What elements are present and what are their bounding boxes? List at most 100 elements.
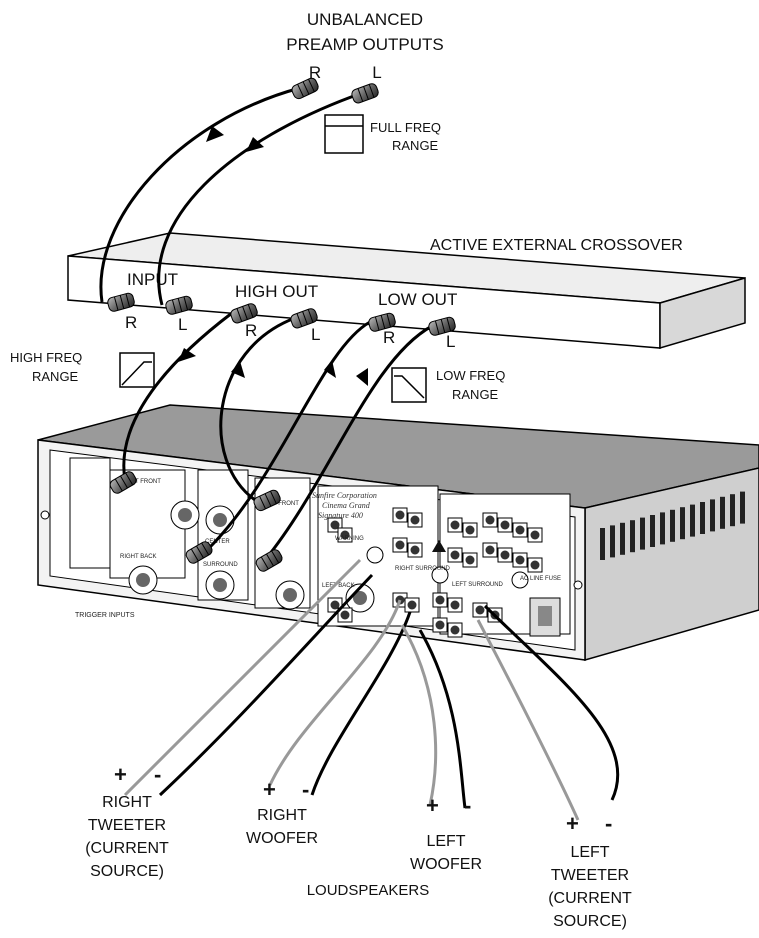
rca-plug bbox=[255, 549, 283, 572]
cable-high-r-to-amp-rf bbox=[122, 311, 233, 481]
vent-slot bbox=[650, 515, 655, 547]
binding-post bbox=[482, 512, 498, 528]
crossover-high-out-label: HIGH OUT bbox=[235, 282, 318, 301]
crossover-low-out-label: LOW OUT bbox=[378, 290, 457, 309]
binding-post bbox=[407, 542, 423, 558]
right-tweeter-line3: (CURRENT bbox=[85, 840, 169, 857]
crossover-low-r: R bbox=[383, 328, 395, 347]
cable-preamp-l-to-input-l bbox=[157, 91, 363, 306]
rca-plug bbox=[368, 312, 396, 332]
cable-low-l-to-amp-surround bbox=[263, 324, 433, 561]
left-tweeter-minus: - bbox=[605, 811, 612, 836]
full-freq-label-line1: FULL FREQ bbox=[370, 120, 441, 135]
vent-slot bbox=[740, 491, 745, 524]
vent-slot bbox=[620, 522, 625, 555]
signal-cables bbox=[99, 86, 433, 561]
low-freq-label-line1: LOW FREQ bbox=[436, 368, 505, 383]
cable-arrows bbox=[178, 126, 368, 386]
rca-plug bbox=[185, 541, 213, 564]
panel-label-warning: WARNING bbox=[335, 536, 364, 542]
high-freq-label-line2: RANGE bbox=[32, 369, 79, 384]
binding-post bbox=[472, 602, 488, 618]
vent-slot bbox=[600, 528, 605, 560]
left-woofer-line1: LEFT bbox=[426, 833, 465, 850]
cable-preamp-r-to-input-r bbox=[99, 86, 301, 303]
loudspeakers-caption: LOUDSPEAKERS bbox=[307, 882, 430, 899]
right-tweeter-line1: RIGHT bbox=[102, 794, 152, 811]
binding-post bbox=[432, 592, 448, 608]
left-tweeter-plus: + bbox=[566, 811, 579, 836]
right-tweeter-line2: TWEETER bbox=[88, 817, 166, 834]
rca-plug bbox=[230, 303, 258, 324]
crossover-high-r: R bbox=[245, 321, 257, 340]
right-woofer-line1: RIGHT bbox=[257, 807, 307, 824]
left-tweeter-line2: TWEETER bbox=[551, 867, 629, 884]
rear-panel-modules bbox=[40, 457, 583, 637]
rca-plug bbox=[291, 77, 319, 100]
left-woofer-line2: WOOFER bbox=[410, 856, 482, 873]
binding-post bbox=[447, 547, 463, 563]
full-freq-icon bbox=[324, 114, 364, 154]
cable-low-r-to-amp-center bbox=[203, 320, 371, 554]
binding-post bbox=[462, 552, 478, 568]
low-pass-icon bbox=[391, 367, 427, 403]
preamp-title-line2: PREAMP OUTPUTS bbox=[286, 35, 443, 54]
binding-post bbox=[407, 512, 423, 528]
left-woofer-minus: - bbox=[464, 793, 471, 818]
panel-label-left-back: LEFT BACK bbox=[322, 583, 355, 589]
crossover-box bbox=[67, 232, 746, 350]
speaker-labels: + - RIGHT TWEETER (CURRENT SOURCE) + - R… bbox=[85, 762, 632, 930]
rca-plug bbox=[165, 295, 193, 315]
binding-post bbox=[527, 527, 543, 543]
panel-label-center: CENTER bbox=[205, 539, 230, 545]
rca-plug bbox=[253, 489, 281, 512]
vent-slot bbox=[630, 520, 635, 553]
vent-slot bbox=[640, 517, 645, 550]
binding-post bbox=[527, 557, 543, 573]
panel-label-fuse: AC LINE FUSE bbox=[520, 576, 561, 582]
brand-line1: Sunfire Corporation bbox=[312, 491, 377, 500]
right-woofer-minus: - bbox=[302, 777, 309, 802]
rca-plug bbox=[109, 471, 137, 494]
preamp-title-line1: UNBALANCED bbox=[307, 10, 423, 29]
right-tweeter-line4: SOURCE) bbox=[90, 863, 164, 880]
binding-post bbox=[337, 527, 353, 543]
vent-slot bbox=[670, 509, 675, 542]
vent-slot bbox=[680, 507, 685, 540]
vent-slots bbox=[600, 491, 745, 560]
right-tweeter-plus: + bbox=[114, 762, 127, 787]
binding-post bbox=[432, 617, 448, 633]
binding-post bbox=[512, 552, 528, 568]
right-tweeter-minus: - bbox=[154, 762, 161, 787]
rca-plug bbox=[351, 83, 379, 104]
vent-slot bbox=[720, 496, 725, 529]
panel-label-right-front: RIGHT FRONT bbox=[120, 479, 161, 485]
left-tweeter-line1: LEFT bbox=[570, 844, 609, 861]
panel-micro-labels: RIGHT FRONT CENTER LEFT FRONT RIGHT BACK… bbox=[75, 479, 561, 619]
left-tweeter-line3: (CURRENT bbox=[548, 890, 632, 907]
binding-post bbox=[392, 507, 408, 523]
full-freq-label-line2: RANGE bbox=[392, 138, 439, 153]
preamp-label-group: UNBALANCED PREAMP OUTPUTS R L bbox=[286, 10, 443, 82]
low-freq-label-line2: RANGE bbox=[452, 387, 499, 402]
binding-post bbox=[462, 522, 478, 538]
vent-slot bbox=[690, 504, 695, 537]
binding-post bbox=[497, 517, 513, 533]
left-woofer-plus: + bbox=[426, 793, 439, 818]
crossover-high-l: L bbox=[311, 325, 320, 344]
high-pass-icon bbox=[119, 352, 155, 388]
binding-post bbox=[404, 597, 420, 613]
rca-plug bbox=[107, 292, 135, 312]
binding-posts bbox=[327, 507, 543, 638]
vent-slot bbox=[710, 499, 715, 532]
binding-post bbox=[512, 522, 528, 538]
binding-post bbox=[447, 517, 463, 533]
speaker-wires bbox=[123, 558, 620, 821]
crossover-low-l: L bbox=[446, 332, 455, 351]
right-woofer-plus: + bbox=[263, 777, 276, 802]
panel-label-trigger: TRIGGER INPUTS bbox=[75, 612, 135, 619]
brand-line3: Signature 400 bbox=[318, 511, 363, 520]
high-freq-label-line1: HIGH FREQ bbox=[10, 350, 82, 365]
panel-label-left-surround: LEFT SURROUND bbox=[452, 582, 504, 588]
